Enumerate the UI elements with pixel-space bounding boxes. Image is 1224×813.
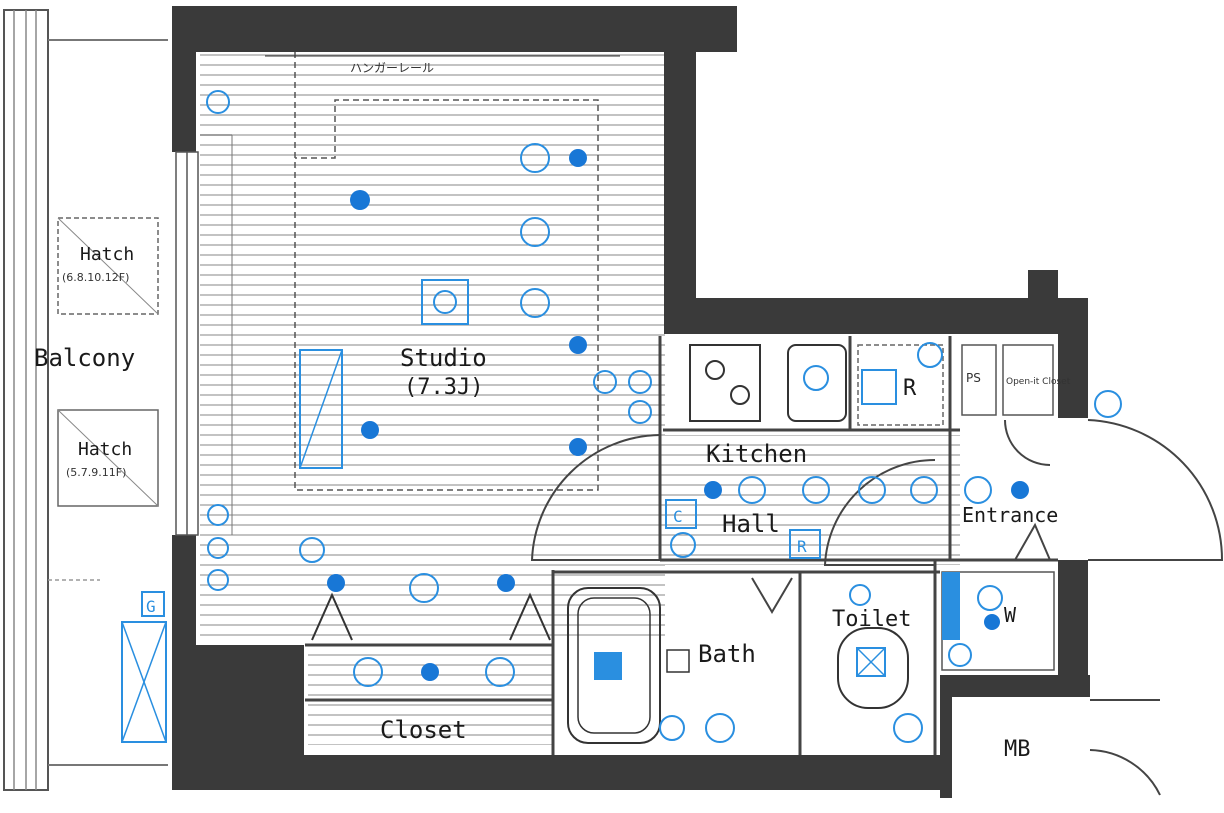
balcony-label: Balcony	[34, 344, 135, 372]
gas-meter-label: G	[146, 597, 156, 616]
toilet-label: Toilet	[832, 607, 911, 632]
hall-label: Hall	[722, 510, 780, 538]
door-swings	[530, 419, 1224, 796]
kitchen-fixtures	[689, 344, 1054, 426]
closet-label: Closet	[380, 716, 467, 744]
bath-label: Bath	[698, 640, 756, 668]
hatch-upper-floors: (6.8.10.12F)	[62, 271, 129, 284]
hatch-box-lower	[57, 409, 159, 507]
washer-area	[941, 571, 1055, 671]
outlets	[206, 90, 1122, 743]
open-closet-label: Open-it Closet	[1006, 377, 1071, 387]
hatch-lower-label: Hatch	[78, 439, 132, 460]
studio-floor	[200, 50, 665, 640]
studio-size-label: (7.3J)	[404, 375, 483, 400]
hanger-rail-label: ハンガーレール	[350, 61, 434, 75]
small-c-label: C	[673, 507, 683, 526]
closet-door-marks	[311, 592, 551, 641]
kitchen-floor	[665, 435, 960, 565]
toilet-fixtures	[837, 627, 909, 709]
ceiling-light	[421, 279, 469, 325]
hatch-box-upper	[57, 217, 159, 315]
gas-meter	[121, 591, 167, 743]
entrance-label: Entrance	[962, 503, 1058, 527]
partitions	[305, 336, 1058, 755]
ceiling-outline	[294, 52, 599, 491]
studio-window	[175, 134, 233, 536]
small-r-label: R	[797, 537, 807, 556]
hatch-lower-floors: (5.7.9.11F)	[66, 466, 126, 479]
balcony-railing	[3, 9, 168, 791]
fridge-label: R	[903, 376, 917, 401]
aircon-unit	[299, 349, 343, 469]
closet-floor	[308, 645, 553, 745]
lighting-points	[327, 149, 1029, 681]
kitchen-label: Kitchen	[706, 440, 807, 468]
studio-label: Studio	[400, 344, 487, 372]
bath-fixtures	[567, 587, 735, 744]
walls	[172, 6, 1090, 798]
hatch-upper-label: Hatch	[80, 244, 134, 265]
washer-label: W	[1004, 603, 1017, 627]
ps-label: PS	[966, 371, 981, 385]
mb-label: MB	[1004, 737, 1031, 762]
